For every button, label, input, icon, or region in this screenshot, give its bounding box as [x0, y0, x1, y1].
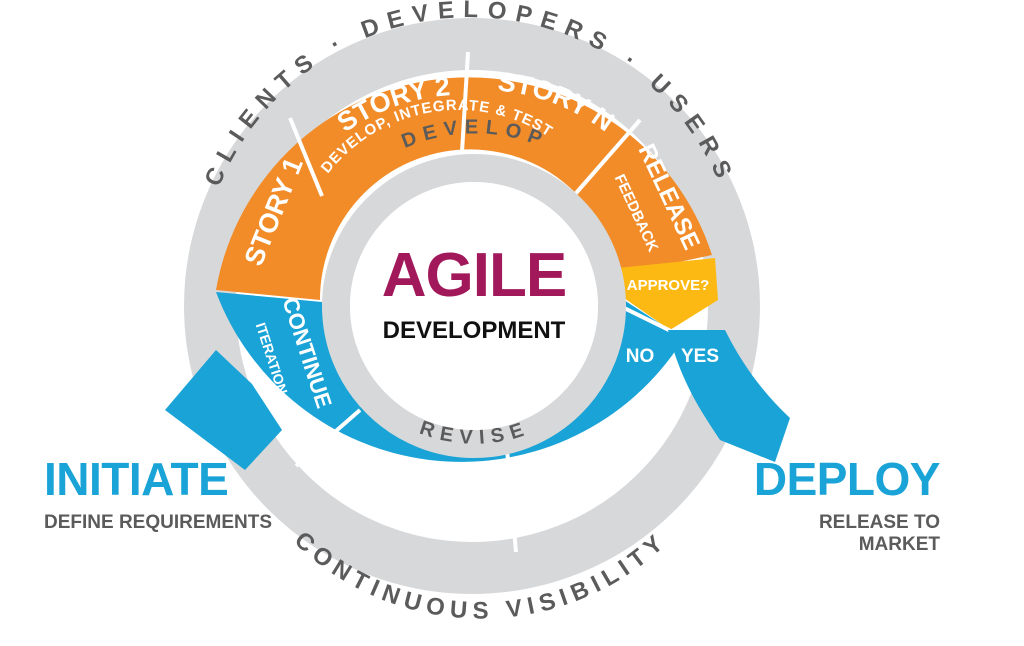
initiate-subtitle: DEFINE REQUIREMENTS — [44, 512, 273, 533]
outer-ring — [184, 18, 760, 594]
center-title: AGILE — [382, 241, 566, 310]
initiate-arrow — [165, 350, 282, 470]
develop-dividers — [288, 51, 642, 202]
initiate-title: INITIATE — [44, 453, 229, 505]
develop-arc — [216, 77, 712, 301]
center-subtitle: DEVELOPMENT — [383, 317, 566, 344]
approve-shape — [618, 258, 718, 330]
no-label: NO — [626, 346, 655, 367]
initiate-block: INITIATE DEFINE REQUIREMENTS — [44, 456, 272, 534]
revise-arc — [216, 292, 676, 462]
deploy-arrow — [668, 330, 790, 462]
deploy-subtitle: RELEASE TO MARKET — [818, 512, 940, 555]
yes-label: YES — [681, 346, 719, 367]
approve-label: APPROVE? — [627, 277, 710, 294]
center-disc — [350, 182, 598, 430]
deploy-title: DEPLOY — [753, 453, 941, 505]
adjust-subtitle: PRIORITIES — [364, 489, 460, 519]
deploy-block: DEPLOY RELEASE TO MARKET — [752, 453, 941, 556]
